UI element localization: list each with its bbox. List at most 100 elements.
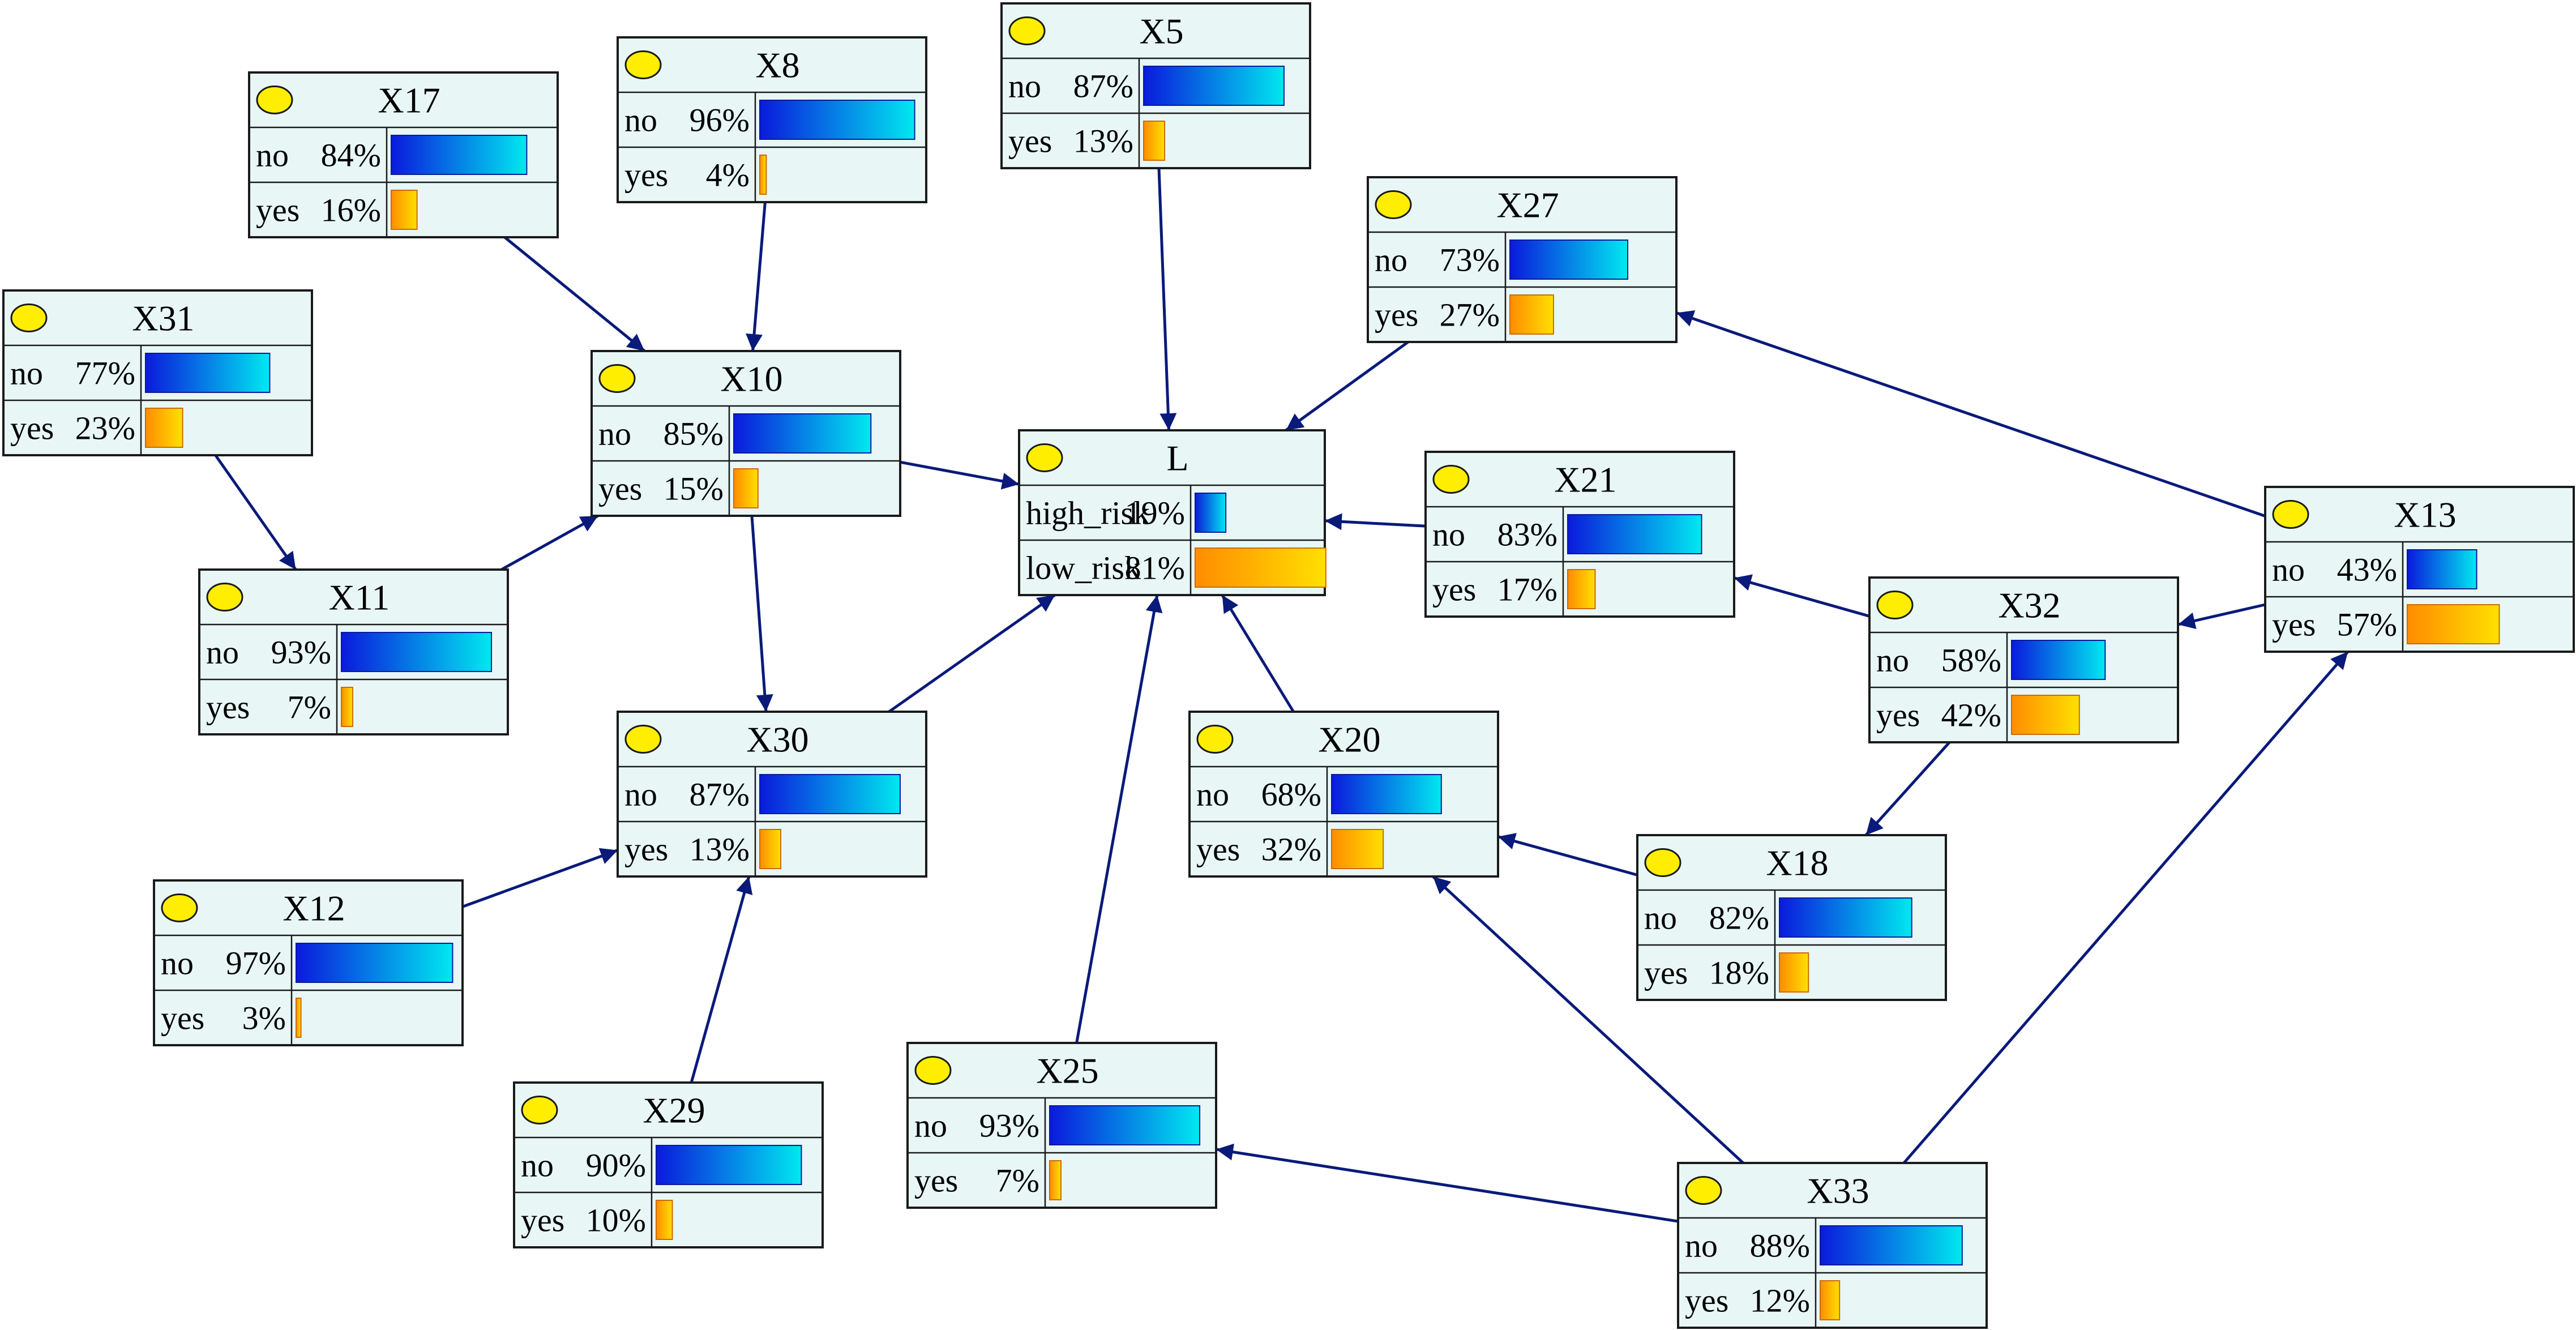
edge-x10-to-l (900, 460, 1020, 490)
state-label: yes (256, 192, 299, 229)
probability-bar (1195, 548, 1326, 588)
status-light-icon (1375, 190, 1412, 219)
edge-x31-to-x11 (214, 454, 297, 571)
state-percent: 57% (2337, 606, 2397, 643)
state-label: no (1644, 900, 1677, 936)
probability-bar (1143, 66, 1285, 106)
status-light-icon (206, 583, 243, 611)
state-label: yes (1876, 697, 1920, 734)
state-percent: 32% (1261, 831, 1321, 868)
state-label: yes (206, 689, 250, 726)
state-percent: 4% (706, 157, 750, 194)
state-percent: 27% (1440, 297, 1500, 333)
state-percent: 93% (271, 634, 331, 671)
edge-x18-to-x20 (1497, 833, 1638, 876)
state-label: no (161, 945, 194, 982)
state-percent: 16% (321, 192, 381, 229)
state-label: yes (598, 471, 642, 507)
probability-bar (391, 190, 418, 230)
probability-bar (2407, 604, 2500, 644)
probability-bar (296, 998, 302, 1038)
state-percent: 81% (1125, 550, 1185, 587)
state-label: no (1375, 242, 1407, 279)
state-label: yes (2272, 606, 2316, 643)
state-percent: 96% (690, 102, 750, 139)
probability-bar (656, 1200, 673, 1240)
edge-x30-to-l (888, 593, 1056, 713)
edges-layer (214, 168, 2350, 1223)
state-percent: 19% (1125, 495, 1185, 532)
state-percent: 87% (1073, 68, 1133, 105)
edge-x27-to-l (1285, 340, 1409, 432)
state-label: yes (1685, 1282, 1728, 1319)
edge-x13-to-x27 (1676, 310, 2266, 518)
state-percent: 73% (1440, 242, 1500, 279)
node-title: X33 (1807, 1171, 1869, 1211)
state-label: low_risk (1026, 550, 1141, 587)
status-light-icon (1644, 848, 1681, 877)
probability-bar (1779, 952, 1809, 993)
state-percent: 82% (1709, 900, 1769, 936)
status-light-icon (2272, 500, 2309, 529)
probability-bar (145, 408, 183, 448)
node-title: X25 (1036, 1051, 1098, 1091)
state-percent: 23% (75, 410, 135, 447)
state-percent: 58% (1941, 642, 2001, 679)
state-label: yes (624, 157, 668, 194)
state-label: no (624, 776, 657, 813)
edge-x10-to-x30 (750, 515, 773, 712)
state-percent: 83% (1497, 516, 1557, 553)
probability-bar (1820, 1225, 1963, 1265)
probability-bar (1049, 1160, 1062, 1200)
state-label: no (1876, 642, 1909, 679)
state-percent: 10% (586, 1202, 646, 1239)
state-label: yes (1375, 297, 1418, 333)
status-light-icon (521, 1096, 558, 1124)
state-label: no (914, 1107, 947, 1144)
state-label: no (624, 102, 657, 139)
probability-bar (1143, 121, 1166, 161)
node-title: X31 (132, 298, 194, 339)
node-title: X20 (1318, 720, 1380, 760)
status-light-icon (624, 725, 662, 754)
state-label: no (1008, 68, 1041, 105)
edge-x8-to-x10 (746, 202, 767, 352)
probability-bar (2011, 640, 2106, 680)
state-percent: 15% (664, 471, 724, 507)
probability-bar (296, 943, 453, 983)
probability-bar (1509, 240, 1629, 280)
probability-bar (145, 353, 271, 393)
state-label: yes (1432, 571, 1476, 608)
node-title: X29 (643, 1090, 705, 1131)
edge-x12-to-x30 (462, 848, 618, 908)
status-light-icon (1196, 725, 1234, 754)
state-percent: 13% (1073, 123, 1133, 160)
probability-bar (1820, 1280, 1841, 1320)
status-light-icon (914, 1056, 952, 1085)
status-light-icon (1685, 1176, 1722, 1205)
node-title: L (1166, 438, 1188, 478)
state-percent: 12% (1750, 1282, 1810, 1319)
probability-bar (759, 829, 782, 869)
state-label: no (1432, 516, 1465, 553)
